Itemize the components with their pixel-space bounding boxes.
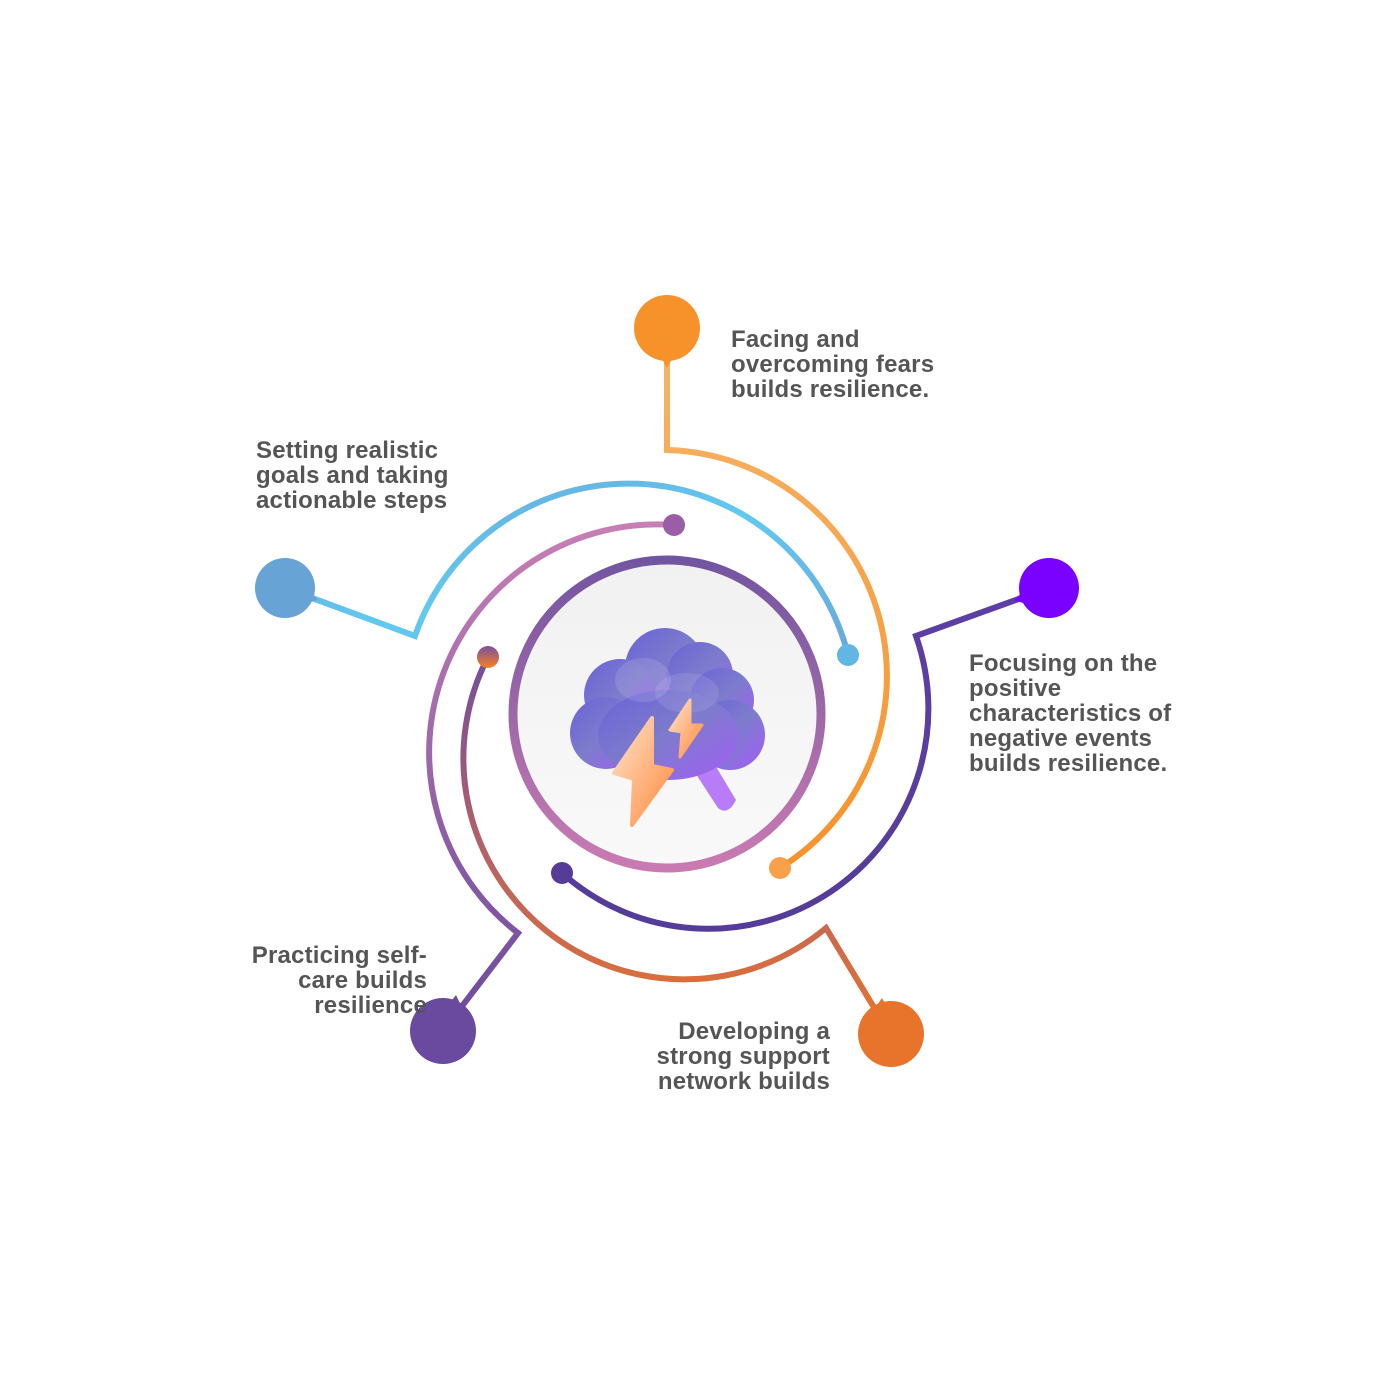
fears-end-dot xyxy=(769,857,791,879)
label-line: care builds xyxy=(298,967,427,994)
label-line: builds resilience. xyxy=(969,750,1168,777)
self-care-connector xyxy=(426,521,677,1034)
goals-end-dot xyxy=(837,644,859,666)
goals-connector xyxy=(282,480,851,658)
positive-end-dot xyxy=(551,862,573,884)
self-care-label: Practicing self- care builds resilience xyxy=(252,943,427,1018)
fears-label: Facing and overcoming fears builds resil… xyxy=(731,327,934,402)
support-node xyxy=(858,998,924,1067)
label-line: strong support xyxy=(656,1043,830,1070)
support-end-dot xyxy=(477,646,499,668)
goals-node xyxy=(255,558,318,618)
label-line: Practicing self- xyxy=(251,942,427,969)
label-line: network builds xyxy=(657,1068,830,1095)
label-line: characteristics of xyxy=(969,700,1172,727)
label-line: Focusing on the xyxy=(969,650,1158,677)
label-line: builds resilience. xyxy=(731,376,930,403)
positive-connector xyxy=(559,585,1052,932)
fears-node xyxy=(634,295,700,368)
label-line: Facing and xyxy=(731,326,860,353)
label-line: actionable steps xyxy=(256,487,448,514)
label-line: goals and taking xyxy=(256,462,449,489)
storm-cloud-lightning-icon xyxy=(570,628,765,827)
positive-label: Focusing on the positive characteristics… xyxy=(969,651,1171,776)
self-care-node xyxy=(410,995,476,1064)
support-label: Developing a strong support network buil… xyxy=(657,1019,830,1094)
fears-connector xyxy=(664,325,890,871)
self-care-end-dot xyxy=(663,514,685,536)
support-connector xyxy=(460,654,893,1037)
positive-node xyxy=(1014,558,1079,618)
label-line: overcoming fears xyxy=(731,351,935,378)
label-line: positive xyxy=(969,675,1062,702)
goals-label: Setting realistic goals and taking actio… xyxy=(256,438,449,513)
label-line: Setting realistic xyxy=(256,437,439,464)
label-line: Developing a xyxy=(678,1018,830,1045)
label-line: resilience xyxy=(314,992,427,1019)
label-line: negative events xyxy=(969,725,1153,752)
